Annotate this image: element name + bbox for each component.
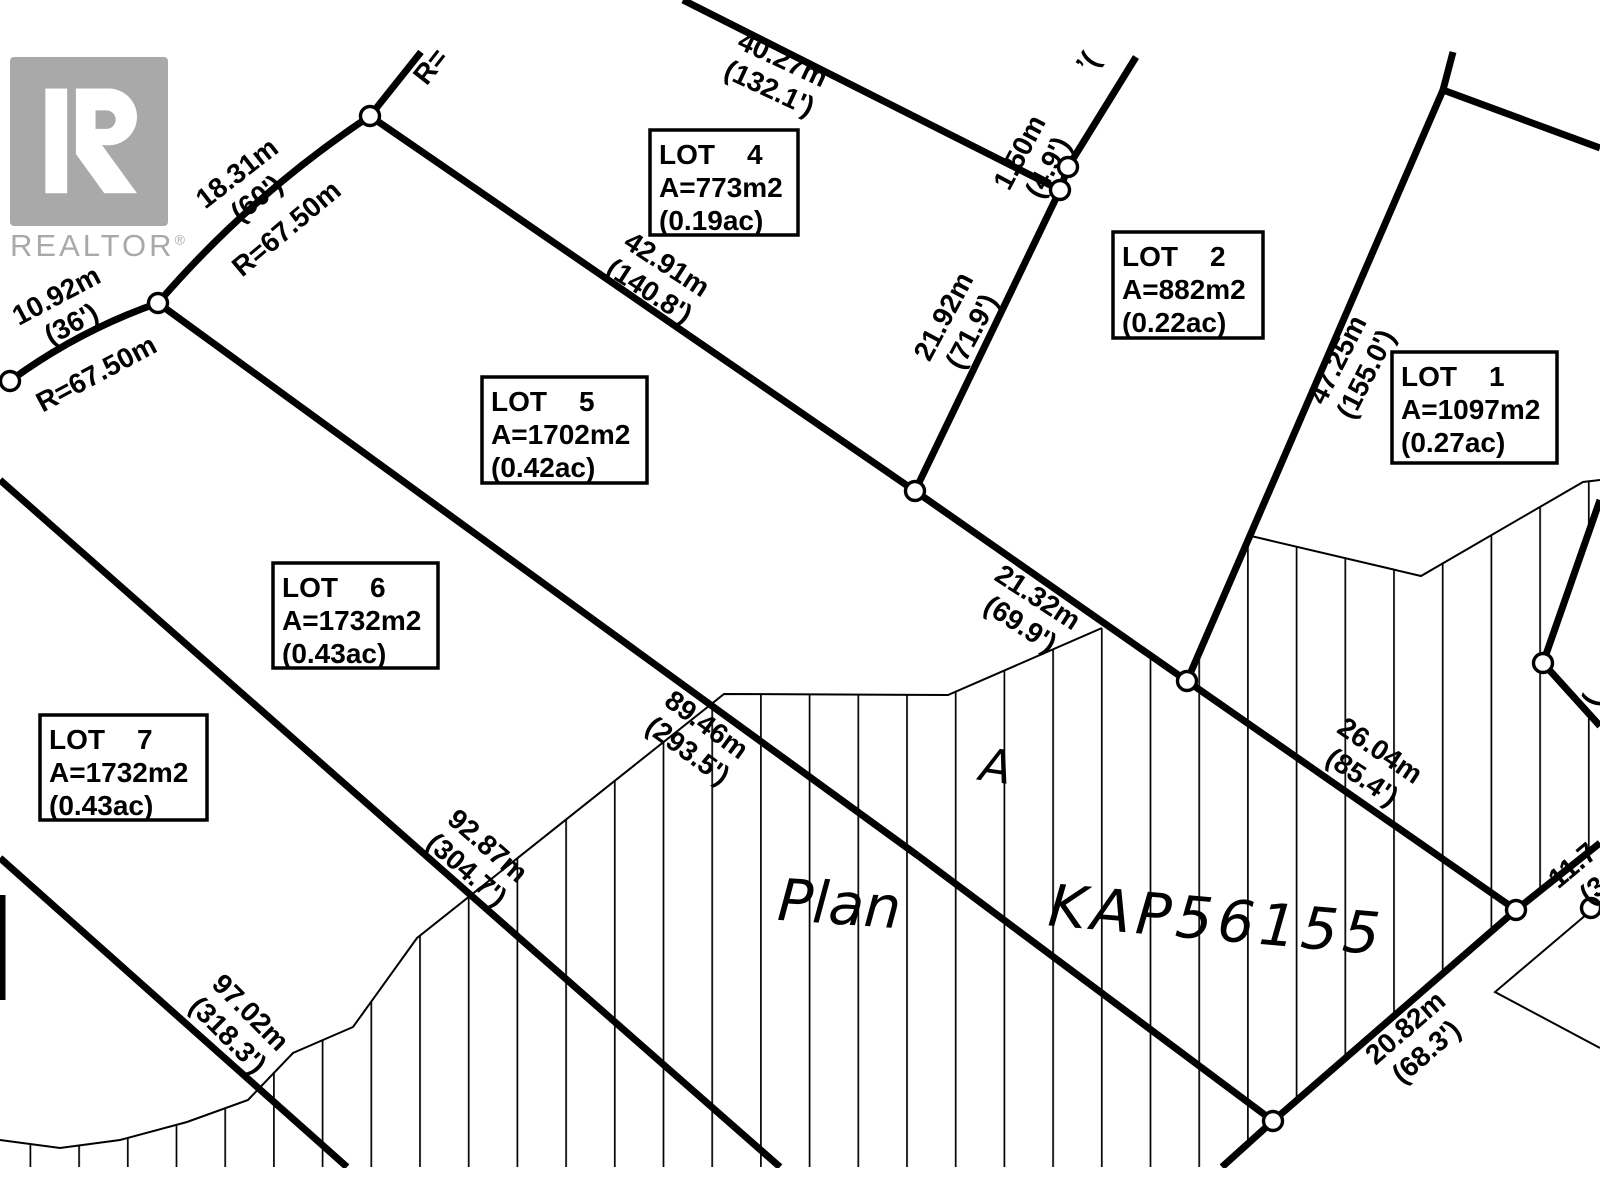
dim-97-02: 97.02m(318.3'): [183, 968, 295, 1080]
parcel-boundary-line: [681, 0, 1062, 194]
lot-label-border: [480, 375, 649, 485]
lot-acreage-label: (0.27ac): [1401, 427, 1505, 458]
survey-vertex-marker: [903, 479, 927, 503]
natural-boundary-line: [1493, 902, 1600, 1049]
dimension-text: ’(: [1070, 46, 1106, 78]
parcel-boundary-line: [1185, 678, 1518, 913]
parcel-boundary-line: [911, 188, 1064, 493]
road-curve-boundary: [7, 299, 160, 384]
lot-name-label: LOT: [1401, 361, 1457, 392]
dim-10-92: 10.92m(36'): [7, 259, 105, 350]
parcel-boundary-line: [0, 477, 536, 953]
survey-vertex-marker: [1504, 898, 1528, 922]
parcel-boundary-line: [914, 852, 1276, 1124]
survey-vertex-marker: [146, 291, 170, 315]
lot-label-border: [271, 561, 440, 670]
dim-47-25: 47.25m(155.0'): [1302, 310, 1401, 423]
realtor-logo: REALTOR®: [10, 57, 185, 264]
lot-label-border: [648, 128, 800, 237]
parcel-boundary-line: [1539, 498, 1600, 665]
parcel-boundary-line: [1441, 86, 1600, 152]
lot-number-label: 2: [1210, 241, 1226, 272]
realtor-brand-text: REALTOR: [10, 228, 175, 263]
parcel-boundary-line: [155, 300, 920, 858]
survey-vertex-marker: [1261, 1109, 1285, 1133]
registered-trademark-symbol: ®: [174, 231, 185, 248]
parcel-boundary-line: [1219, 1118, 1276, 1170]
lot-label-box: LOT 6A=1732m2(0.43ac): [271, 561, 440, 670]
lot-label-box: LOT 5A=1702m2(0.42ac): [480, 375, 649, 485]
unhatched-road-area: [1546, 508, 1600, 726]
lot-label-border: [38, 713, 209, 822]
survey-vertex-marker: [1579, 896, 1600, 920]
lot-name-label: LOT: [1122, 241, 1178, 272]
parcel-boundary-line: [1513, 840, 1600, 913]
lot-acreage-label: (0.22ac): [1122, 307, 1226, 338]
parcel-boundary-line: [1540, 660, 1600, 729]
lot-area-label: A=1732m2: [49, 757, 188, 788]
parcel-boundary-line: [368, 113, 917, 494]
lot-label-box: LOT 2A=882m2(0.22ac): [1111, 230, 1265, 340]
dim-top-fragment: ’(: [1070, 46, 1106, 78]
lot-label-box: LOT 1A=1097m2(0.27ac): [1390, 350, 1559, 465]
lot-acreage-label: (0.42ac): [491, 452, 595, 483]
survey-vertex-marker: [1175, 669, 1199, 693]
sheet-edge-mask: [0, 1168, 1600, 1200]
plan-word-label: Plan: [775, 866, 903, 942]
lot-acreage-label: (0.19ac): [659, 205, 763, 236]
realtor-r-icon: [45, 88, 137, 193]
road-curve-boundary: [155, 113, 372, 306]
lot-area-label: A=773m2: [659, 172, 783, 203]
parcel-boundary-line: [1270, 907, 1519, 1124]
dim-42-91: 42.91m(140.8'): [601, 225, 715, 330]
lot-number-label: 6: [370, 572, 386, 603]
lot-name-label: LOT: [282, 572, 338, 603]
lot-label-box: LOT 4A=773m2(0.19ac): [648, 128, 800, 237]
dimension-text: R=: [407, 42, 454, 90]
survey-vertex-marker: [0, 369, 22, 393]
survey-vertex-marker: [1048, 178, 1072, 202]
natural-boundary-line: [0, 627, 1103, 1150]
lot-number-label: 7: [137, 724, 153, 755]
parcel-boundary-line: [912, 488, 1190, 684]
lot-label-box: LOT 7A=1732m2(0.43ac): [38, 713, 209, 822]
parcel-boundary-line: [530, 947, 783, 1170]
lot-label-border: [1111, 230, 1265, 340]
parcel-boundary-line: [1183, 88, 1447, 683]
lot-label-border: [1390, 350, 1559, 465]
road-curve-boundary: [367, 49, 424, 119]
natural-boundary-line: [1250, 479, 1600, 578]
lot-number-label: 5: [579, 386, 595, 417]
lot-name-label: LOT: [49, 724, 105, 755]
lot-area-label: A=1732m2: [282, 605, 421, 636]
parcel-boundary-line: [0, 855, 350, 1170]
lot-area-label: A=1097m2: [1401, 394, 1540, 425]
realtor-wordmark: REALTOR®: [10, 228, 185, 264]
lot-number-label: 4: [747, 139, 763, 170]
realtor-logo-icon: [10, 57, 168, 226]
lot-area-label: A=882m2: [1122, 274, 1246, 305]
survey-vertex-marker: [1056, 155, 1080, 179]
lot-acreage-label: (0.43ac): [49, 790, 153, 821]
parcel-boundary-line: [1439, 51, 1457, 91]
parcel-boundary-line: [1065, 55, 1139, 169]
lot-name-label: LOT: [491, 386, 547, 417]
dim-40-27: 40.27m(132.1'): [720, 25, 833, 122]
survey-vertex-marker: [358, 104, 382, 128]
dim-r-fragment: R=: [407, 42, 454, 90]
lot-name-label: LOT: [659, 139, 715, 170]
dim-21-92: 21.92m(71.9'): [907, 267, 1004, 374]
survey-vertex-marker: [1531, 651, 1555, 675]
lot-area-label: A=1702m2: [491, 419, 630, 450]
lot-number-label: 1: [1489, 361, 1505, 392]
lot-acreage-label: (0.43ac): [282, 638, 386, 669]
